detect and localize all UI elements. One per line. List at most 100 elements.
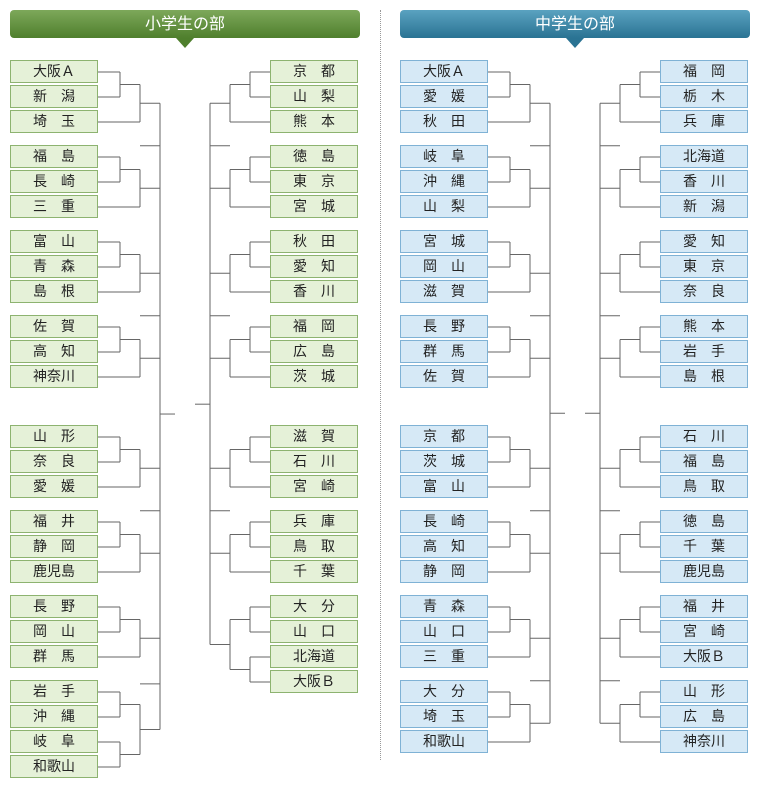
team-box: 山 梨 xyxy=(270,85,358,108)
team-box: 広 島 xyxy=(660,705,748,728)
team-box: 群 馬 xyxy=(10,645,98,668)
team-box: 沖 縄 xyxy=(400,170,488,193)
team-box: 北海道 xyxy=(270,645,358,668)
team-box: 愛 媛 xyxy=(10,475,98,498)
team-box: 福 井 xyxy=(660,595,748,618)
team-box: 千 葉 xyxy=(270,560,358,583)
team-box: 山 形 xyxy=(660,680,748,703)
team-box: 京 都 xyxy=(400,425,488,448)
team-box: 長 崎 xyxy=(10,170,98,193)
team-box: 北海道 xyxy=(660,145,748,168)
junior-header-pointer xyxy=(566,38,584,48)
team-box: 香 川 xyxy=(270,280,358,303)
team-box: 宮 城 xyxy=(400,230,488,253)
team-box: 岩 手 xyxy=(10,680,98,703)
team-box: 山 口 xyxy=(400,620,488,643)
team-box: 徳 島 xyxy=(270,145,358,168)
team-box: 茨 城 xyxy=(400,450,488,473)
team-box: 大 分 xyxy=(400,680,488,703)
team-box: 兵 庫 xyxy=(660,110,748,133)
team-box: 福 岡 xyxy=(270,315,358,338)
team-box: 愛 知 xyxy=(270,255,358,278)
team-box: 島 根 xyxy=(10,280,98,303)
team-box: 神奈川 xyxy=(660,730,748,753)
team-box: 奈 良 xyxy=(10,450,98,473)
team-box: 福 岡 xyxy=(660,60,748,83)
team-box: 青 森 xyxy=(400,595,488,618)
team-box: 三 重 xyxy=(400,645,488,668)
team-box: 山 梨 xyxy=(400,195,488,218)
elementary-division-header: 小学生の部 xyxy=(10,10,360,38)
team-box: 福 島 xyxy=(660,450,748,473)
team-box: 静 岡 xyxy=(10,535,98,558)
team-box: 大阪Ａ xyxy=(400,60,488,83)
team-box: 青 森 xyxy=(10,255,98,278)
team-box: 茨 城 xyxy=(270,365,358,388)
team-box: 山 口 xyxy=(270,620,358,643)
team-box: 新 潟 xyxy=(660,195,748,218)
team-box: 佐 賀 xyxy=(10,315,98,338)
elementary-header-pointer xyxy=(176,38,194,48)
team-box: 兵 庫 xyxy=(270,510,358,533)
team-box: 長 崎 xyxy=(400,510,488,533)
team-box: 鹿児島 xyxy=(10,560,98,583)
team-box: 岩 手 xyxy=(660,340,748,363)
team-box: 大阪Ｂ xyxy=(660,645,748,668)
team-box: 和歌山 xyxy=(400,730,488,753)
team-box: 神奈川 xyxy=(10,365,98,388)
team-box: 石 川 xyxy=(660,425,748,448)
team-box: 石 川 xyxy=(270,450,358,473)
team-box: 大阪Ｂ xyxy=(270,670,358,693)
team-box: 岡 山 xyxy=(400,255,488,278)
team-box: 福 島 xyxy=(10,145,98,168)
team-box: 富 山 xyxy=(400,475,488,498)
team-box: 新 潟 xyxy=(10,85,98,108)
team-box: 鳥 取 xyxy=(270,535,358,558)
team-box: 島 根 xyxy=(660,365,748,388)
team-box: 京 都 xyxy=(270,60,358,83)
team-box: 東 京 xyxy=(660,255,748,278)
team-box: 群 馬 xyxy=(400,340,488,363)
team-box: 岐 阜 xyxy=(400,145,488,168)
team-box: 大阪Ａ xyxy=(10,60,98,83)
team-box: 佐 賀 xyxy=(400,365,488,388)
team-box: 栃 木 xyxy=(660,85,748,108)
team-box: 秋 田 xyxy=(270,230,358,253)
team-box: 高 知 xyxy=(400,535,488,558)
team-box: 高 知 xyxy=(10,340,98,363)
division-divider xyxy=(380,10,381,760)
team-box: 富 山 xyxy=(10,230,98,253)
team-box: 秋 田 xyxy=(400,110,488,133)
team-box: 岡 山 xyxy=(10,620,98,643)
team-box: 和歌山 xyxy=(10,755,98,778)
team-box: 三 重 xyxy=(10,195,98,218)
team-box: 沖 縄 xyxy=(10,705,98,728)
team-box: 長 野 xyxy=(400,315,488,338)
team-box: 宮 崎 xyxy=(270,475,358,498)
team-box: 岐 阜 xyxy=(10,730,98,753)
team-box: 香 川 xyxy=(660,170,748,193)
team-box: 愛 知 xyxy=(660,230,748,253)
team-box: 長 野 xyxy=(10,595,98,618)
team-box: 福 井 xyxy=(10,510,98,533)
team-box: 山 形 xyxy=(10,425,98,448)
team-box: 東 京 xyxy=(270,170,358,193)
team-box: 埼 玉 xyxy=(400,705,488,728)
team-box: 熊 本 xyxy=(270,110,358,133)
team-box: 宮 崎 xyxy=(660,620,748,643)
team-box: 鳥 取 xyxy=(660,475,748,498)
team-box: 広 島 xyxy=(270,340,358,363)
team-box: 愛 媛 xyxy=(400,85,488,108)
team-box: 千 葉 xyxy=(660,535,748,558)
team-box: 徳 島 xyxy=(660,510,748,533)
team-box: 滋 賀 xyxy=(270,425,358,448)
team-box: 宮 城 xyxy=(270,195,358,218)
team-box: 静 岡 xyxy=(400,560,488,583)
team-box: 埼 玉 xyxy=(10,110,98,133)
team-box: 滋 賀 xyxy=(400,280,488,303)
team-box: 大 分 xyxy=(270,595,358,618)
team-box: 奈 良 xyxy=(660,280,748,303)
team-box: 熊 本 xyxy=(660,315,748,338)
team-box: 鹿児島 xyxy=(660,560,748,583)
